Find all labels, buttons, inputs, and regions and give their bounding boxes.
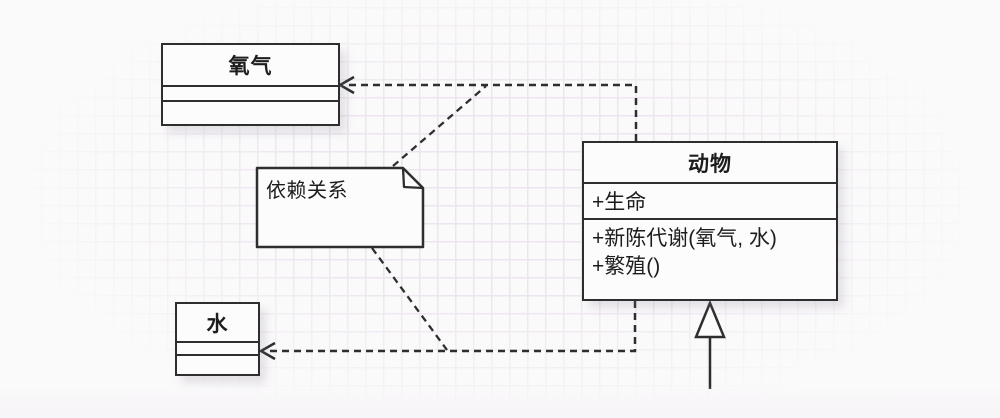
- class-box-oxygen[interactable]: 氧气: [161, 43, 340, 126]
- class-methods-compartment: [177, 354, 258, 374]
- class-title: 动物: [688, 152, 732, 176]
- method-text: +繁殖(): [592, 255, 661, 278]
- note-body[interactable]: [255, 166, 425, 249]
- note-anchor-bottom[interactable]: [371, 247, 448, 351]
- dependency-animal-water[interactable]: [258, 301, 637, 361]
- class-methods-compartment: [163, 100, 338, 124]
- open-arrowhead-icon: [337, 75, 355, 95]
- method-text: +新陈代谢(氧气, 水): [592, 227, 777, 250]
- dependency-line[interactable]: [348, 83, 638, 141]
- class-attributes-compartment: [177, 341, 258, 354]
- attribute-text: +生命: [592, 191, 647, 214]
- note-fold-corner-icon: [401, 167, 424, 190]
- class-title: 氧气: [228, 55, 273, 78]
- class-attributes-compartment: [163, 85, 338, 100]
- dependency-line[interactable]: [268, 301, 637, 353]
- note-anchor-top[interactable]: [392, 85, 487, 167]
- dependency-animal-oxygen[interactable]: [337, 75, 638, 141]
- generalization-to-animal[interactable]: [694, 299, 726, 389]
- class-methods-compartment: +新陈代谢(氧气, 水) +繁殖(): [584, 218, 836, 299]
- hollow-triangle-arrowhead-icon: [694, 299, 726, 339]
- class-box-animal[interactable]: 动物 +生命 +新陈代谢(氧气, 水) +繁殖(): [582, 141, 838, 301]
- class-box-water[interactable]: 水: [175, 302, 260, 376]
- open-arrowhead-icon: [258, 341, 276, 361]
- class-attributes-compartment: +生命: [584, 182, 836, 218]
- note-shape[interactable]: [255, 166, 425, 249]
- note-label: 依赖关系: [266, 180, 348, 202]
- class-title: 水: [206, 312, 229, 336]
